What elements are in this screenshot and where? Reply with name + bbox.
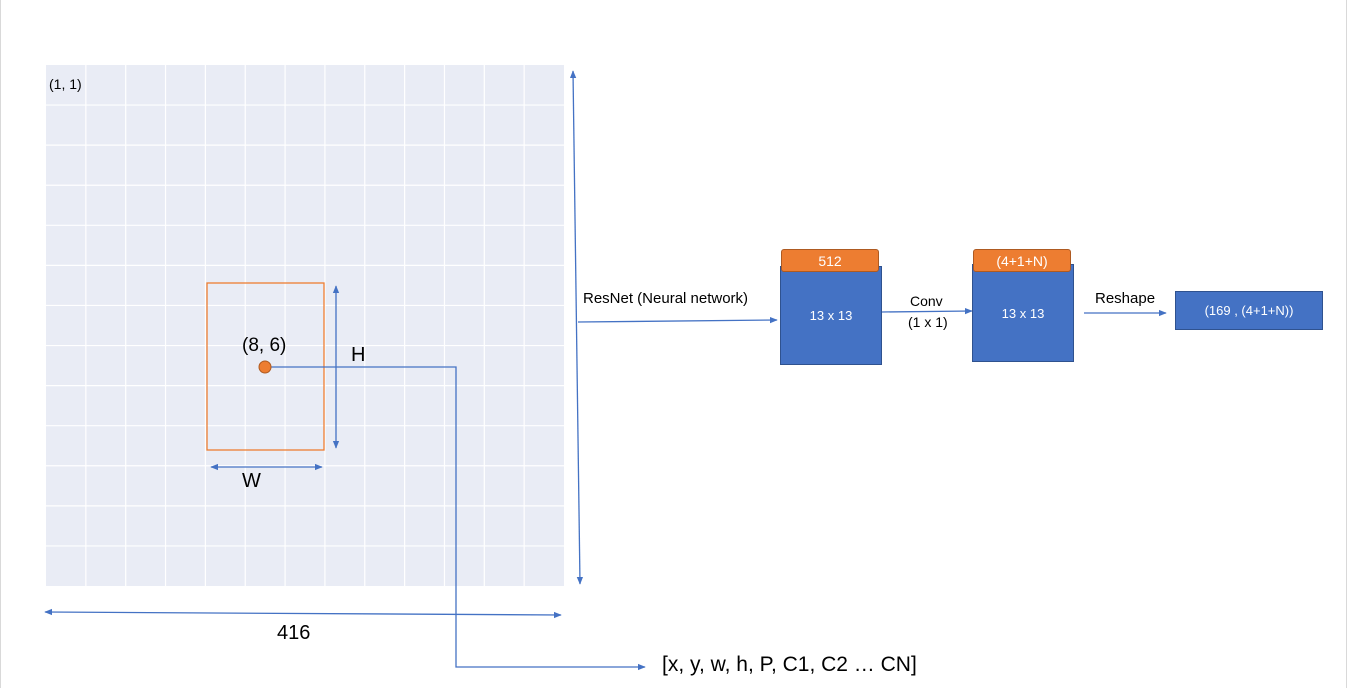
reshaped-output-block: (169 , (4+1+N)) — [1175, 291, 1323, 330]
resnet-arrow — [577, 316, 778, 324]
image-height-arrow — [569, 70, 584, 585]
conv-label: Conv — [910, 293, 943, 309]
output-vector-arrow — [265, 366, 646, 671]
image-size-label: 416 — [277, 622, 311, 644]
grid-lines — [46, 65, 564, 586]
feature-map-block: 13 x 13 — [780, 266, 882, 365]
output-vector-label: [x, y, w, h, P, C1, C2 … CN] — [662, 653, 917, 676]
image-width-arrow — [44, 608, 562, 619]
prediction-map-block: 13 x 13 — [972, 264, 1074, 362]
prediction-map-spatial: 13 x 13 — [1001, 305, 1045, 321]
height-label: H — [351, 344, 366, 366]
resnet-label: ResNet (Neural network) — [583, 290, 749, 307]
reshaped-output-shape: (169 , (4+1+N)) — [1204, 303, 1294, 318]
object-center-label: (8, 6) — [242, 335, 287, 356]
grid-origin-label: (1, 1) — [49, 76, 82, 92]
feature-map-channels: 512 — [818, 252, 842, 269]
grid-background — [46, 65, 564, 586]
object-center-dot — [258, 360, 272, 374]
prediction-map-channels: (4+1+N) — [996, 252, 1048, 269]
conv-kernel-label: (1 x 1) — [908, 314, 948, 330]
feature-map-channels-tab: 512 — [781, 249, 879, 272]
width-label: W — [242, 470, 261, 492]
conv-arrow — [881, 307, 973, 315]
prediction-map-channels-tab: (4+1+N) — [973, 249, 1071, 272]
reshape-label: Reshape — [1095, 290, 1156, 307]
feature-map-spatial: 13 x 13 — [809, 308, 853, 323]
